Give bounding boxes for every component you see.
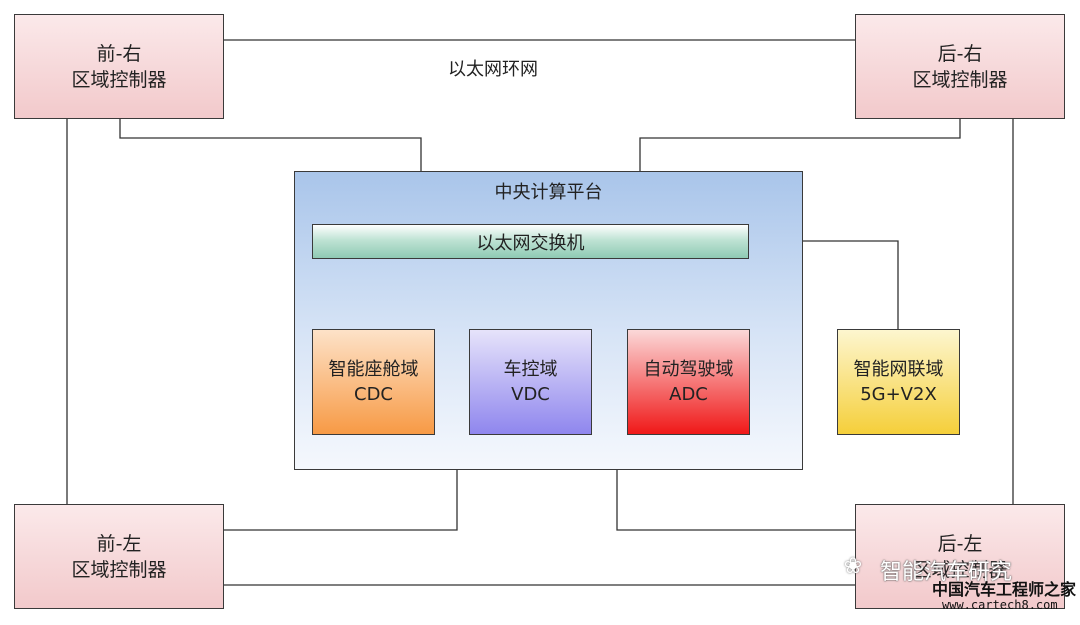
wechat-icon: ❀ <box>843 554 863 579</box>
ethernet-switch: 以太网交换机 <box>312 224 749 259</box>
watermark-url: www.cartech8.com <box>942 598 1058 612</box>
domain-code: VDC <box>511 384 550 405</box>
domain-name: 自动驾驶域 <box>643 359 734 380</box>
vehicle-control-domain-vdc: 车控域 VDC <box>469 329 592 435</box>
rear-right-zone-controller: 后-右 区域控制器 <box>855 14 1065 119</box>
zone-type-label: 区域控制器 <box>71 68 167 91</box>
domain-name: 车控域 <box>503 359 558 380</box>
domain-code: ADC <box>669 384 708 405</box>
autonomous-driving-domain-adc: 自动驾驶域 ADC <box>627 329 750 435</box>
domain-code: 5G+V2X <box>860 384 937 405</box>
cockpit-domain-cdc: 智能座舱域 CDC <box>312 329 435 435</box>
zone-position-label: 后-右 <box>937 42 983 65</box>
watermark-site-name: 中国汽车工程师之家 <box>932 580 1077 599</box>
watermark: ❀ 智能汽车研究 中国汽车工程师之家 www.cartech8.com <box>836 552 1076 620</box>
zone-position-label: 后-左 <box>937 532 983 555</box>
zone-position-label: 前-右 <box>96 42 142 65</box>
zone-position-label: 前-左 <box>96 532 142 555</box>
watermark-account-name: 智能汽车研究 <box>880 560 1013 585</box>
platform-title: 中央计算平台 <box>494 182 603 203</box>
front-right-zone-controller: 前-右 区域控制器 <box>14 14 224 119</box>
connectivity-domain-5g-v2x: 智能网联域 5G+V2X <box>837 329 960 435</box>
domain-code: CDC <box>354 384 393 405</box>
switch-label: 以太网交换机 <box>476 232 585 254</box>
domain-name: 智能座舱域 <box>328 359 419 380</box>
ethernet-ring-label: 以太网环网 <box>448 59 538 80</box>
zone-type-label: 区域控制器 <box>912 558 1008 581</box>
zone-type-label: 区域控制器 <box>71 558 167 581</box>
front-left-zone-controller: 前-左 区域控制器 <box>14 504 224 609</box>
rear-left-zone-controller: 后-左 区域控制器 <box>855 504 1065 609</box>
domain-name: 智能网联域 <box>853 359 944 380</box>
zone-type-label: 区域控制器 <box>912 68 1008 91</box>
